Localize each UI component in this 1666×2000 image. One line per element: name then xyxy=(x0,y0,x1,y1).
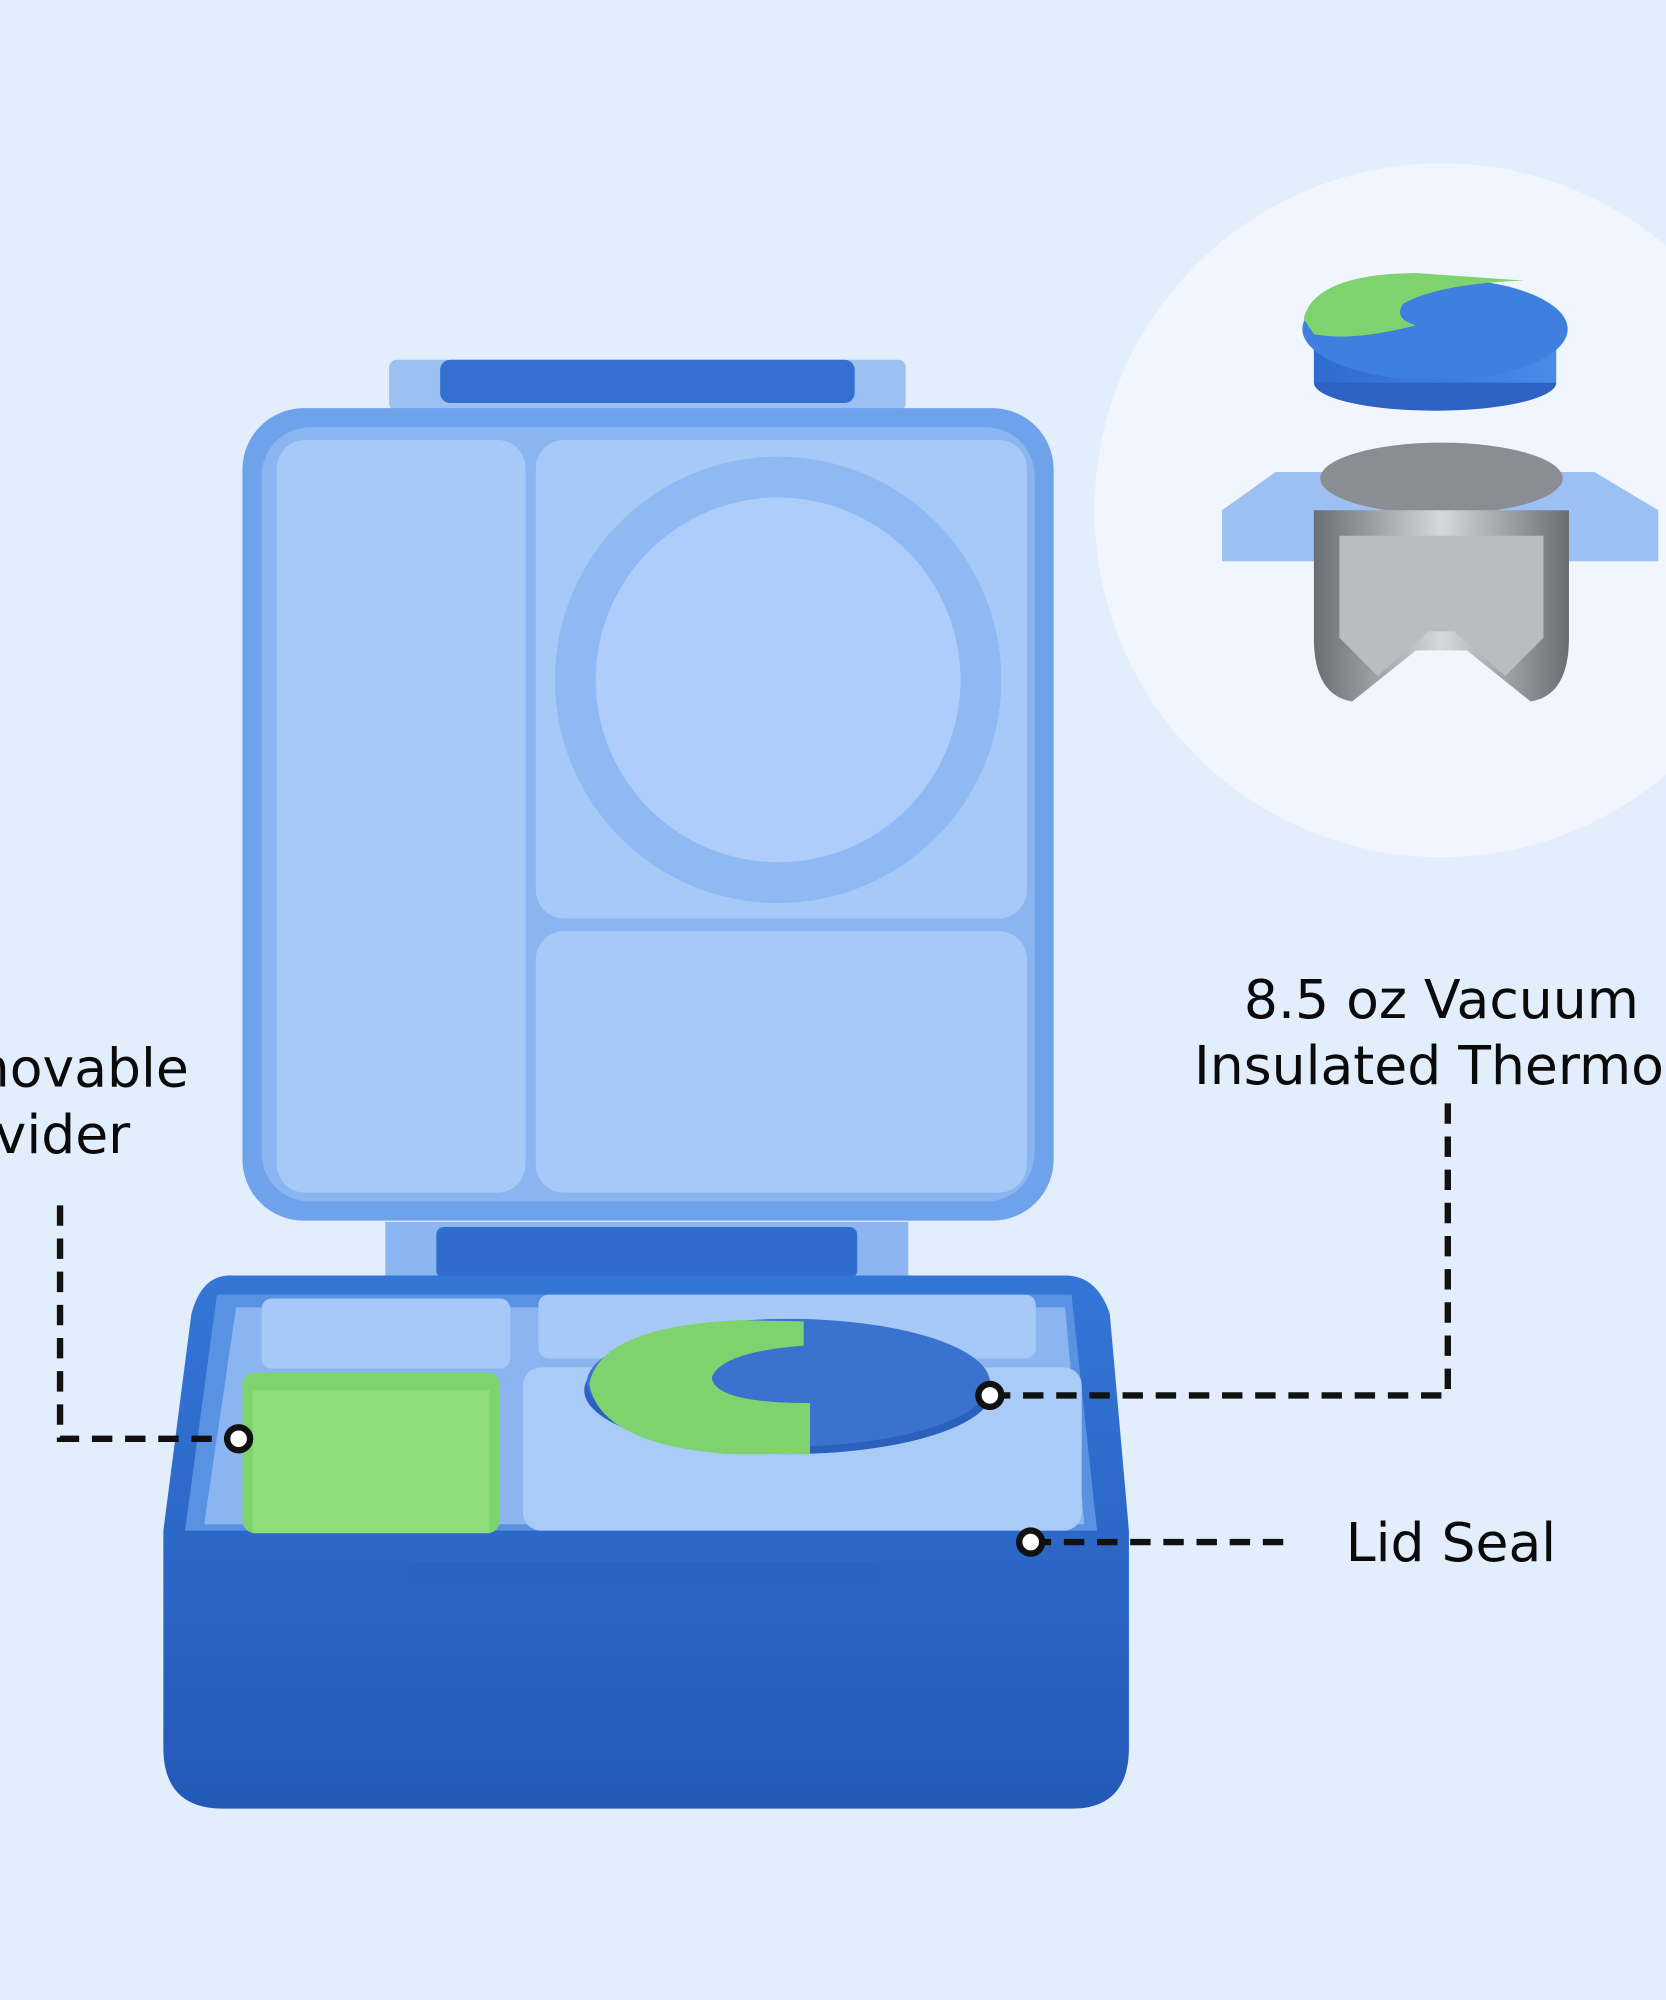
callout-divider-dot xyxy=(223,1424,254,1454)
callout-lid-seal-label: Lid Seal xyxy=(1346,1511,1556,1574)
thermos-cap xyxy=(1302,272,1568,411)
callout-thermos: 8.5 oz Vacuum Insulated Thermos xyxy=(975,968,1666,1411)
callout-lid-seal-dot xyxy=(1016,1527,1046,1557)
callout-thermos-dot xyxy=(975,1380,1005,1411)
bento-lunch-box xyxy=(163,359,1129,1809)
lid-compartment-left xyxy=(276,440,526,1193)
callout-thermos-line2: Insulated Thermos xyxy=(1194,1034,1666,1097)
thermos-detail-inset xyxy=(1094,163,1666,858)
callout-divider-line2: Divider xyxy=(0,1103,131,1166)
callout-lid-seal: Lid Seal xyxy=(1016,1511,1556,1574)
callout-divider-leader xyxy=(56,1205,239,1442)
callout-thermos-line1: 8.5 oz Vacuum xyxy=(1244,968,1639,1031)
callout-divider-line1: Removable xyxy=(0,1037,189,1100)
callout-thermos-leader xyxy=(989,1103,1451,1399)
callout-removable-divider: Removable Divider xyxy=(0,1037,254,1454)
thermos-container-cutaway xyxy=(1222,442,1659,702)
lid-compartment-bottom xyxy=(535,931,1027,1193)
thermos-lid-green xyxy=(589,1320,811,1455)
lid-latch xyxy=(440,359,855,404)
hinge xyxy=(436,1227,858,1279)
